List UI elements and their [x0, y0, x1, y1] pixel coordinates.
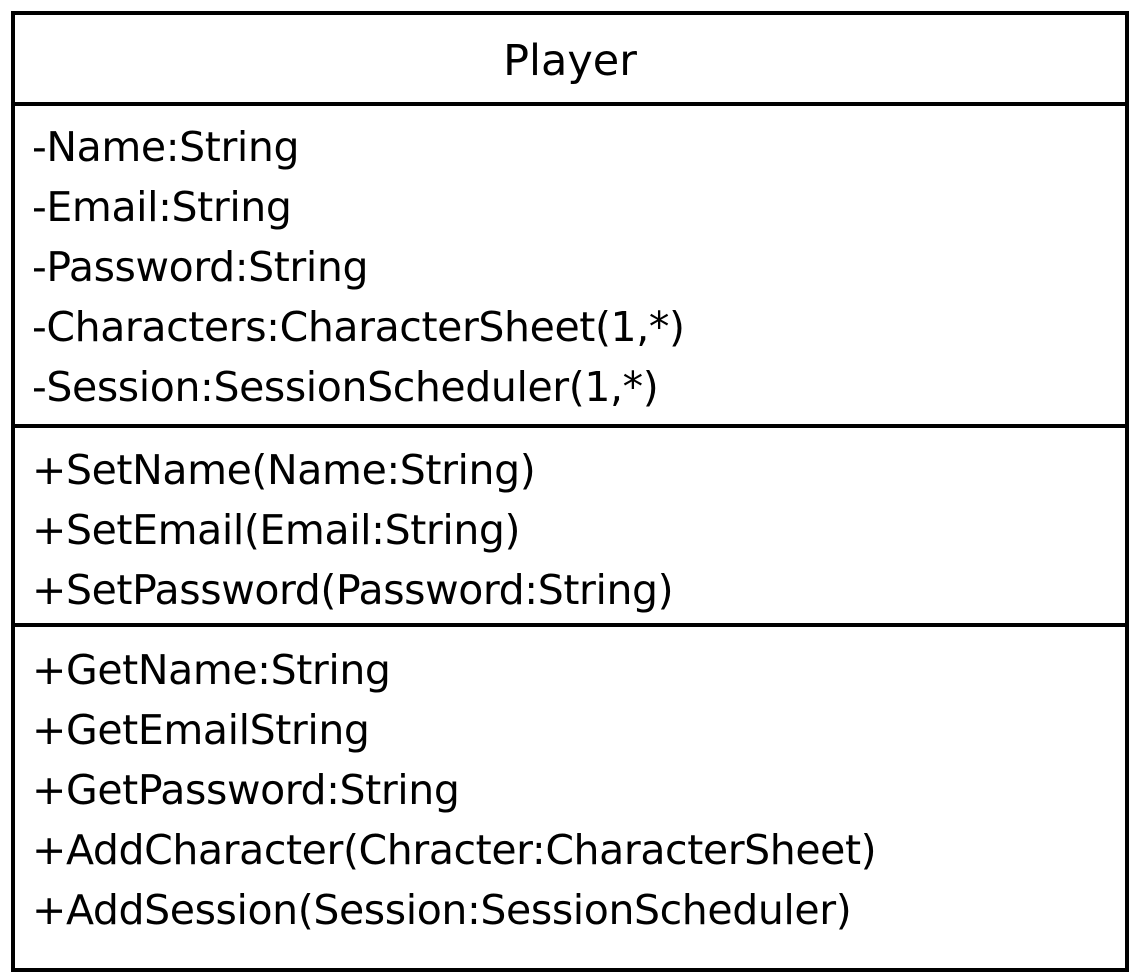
method-get-email: +GetEmailString [32, 706, 370, 754]
method-get-password: +GetPassword:String [32, 766, 460, 814]
method-get-name: +GetName:String [32, 646, 391, 694]
attribute-characters: -Characters:CharacterSheet(1,*) [32, 303, 685, 351]
method-set-name: +SetName(Name:String) [32, 446, 536, 494]
attributes-compartment: -Name:String -Email:String -Password:Str… [15, 106, 1125, 428]
setter-methods-compartment: +SetName(Name:String) +SetEmail(Email:St… [15, 428, 1125, 627]
class-name-compartment: Player [15, 15, 1125, 106]
attribute-name: -Name:String [32, 123, 300, 171]
method-add-character: +AddCharacter(Chracter:CharacterSheet) [32, 826, 877, 874]
method-set-email: +SetEmail(Email:String) [32, 506, 521, 554]
attribute-password: -Password:String [32, 243, 369, 291]
method-set-password: +SetPassword(Password:String) [32, 566, 674, 614]
class-name: Player [503, 36, 637, 86]
uml-class-box: Player -Name:String -Email:String -Passw… [11, 11, 1129, 972]
getter-methods-compartment: +GetName:String +GetEmailString +GetPass… [15, 627, 1125, 968]
attribute-session: -Session:SessionScheduler(1,*) [32, 363, 659, 411]
attribute-email: -Email:String [32, 183, 292, 231]
method-add-session: +AddSession(Session:SessionScheduler) [32, 886, 852, 934]
